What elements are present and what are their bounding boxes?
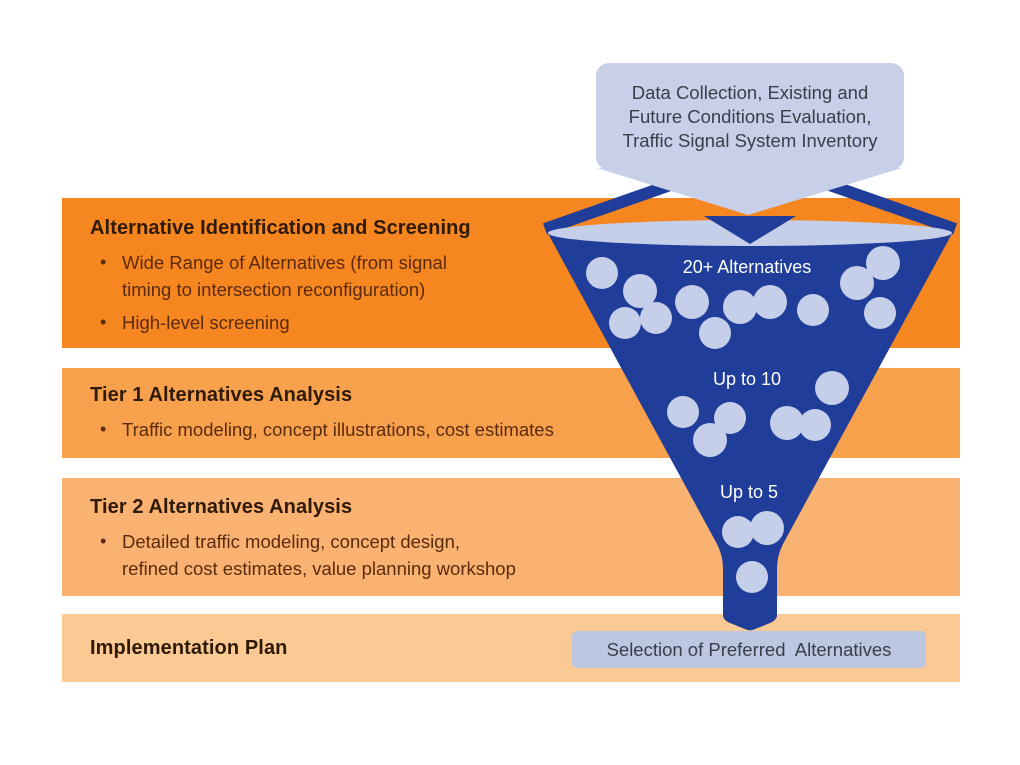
bubble — [736, 561, 768, 593]
bubble — [609, 307, 641, 339]
bubble — [675, 285, 709, 319]
band-title: Tier 1 Alternatives Analysis — [90, 384, 353, 406]
bullet-item: Detailed traffic modeling, concept desig… — [62, 528, 960, 582]
bullet-item: High-level screening — [62, 309, 960, 336]
bubble — [797, 294, 829, 326]
bullet-list: Traffic modeling, concept illustrations,… — [62, 416, 960, 443]
callout-text: Data Collection, Existing and Future Con… — [622, 81, 878, 151]
bubble — [770, 406, 804, 440]
bubble — [753, 285, 787, 319]
bubble — [640, 302, 672, 334]
funnel-stage2-label: Up to 10 — [712, 369, 782, 389]
bubble — [586, 257, 618, 289]
band-tier2-analysis: Tier 2 Alternatives Analysis Detailed tr… — [62, 478, 960, 596]
bullet-item: Wide Range of Alternatives (from signal … — [62, 249, 960, 303]
bubble — [667, 396, 699, 428]
bubble — [864, 297, 896, 329]
band-title: Alternative Identification and Screening — [90, 217, 471, 239]
data-collection-callout: Data Collection, Existing and Future Con… — [596, 63, 904, 170]
bullet-text: Wide Range of Alternatives (from signal … — [122, 252, 447, 300]
bullet-text: High-level screening — [122, 312, 290, 333]
funnel-mouth-notch — [704, 216, 796, 244]
bubbles-stage3 — [722, 511, 784, 593]
bullet-item: Traffic modeling, concept illustrations,… — [62, 416, 960, 443]
bullet-list: Detailed traffic modeling, concept desig… — [62, 528, 960, 582]
bullet-text: Detailed traffic modeling, concept desig… — [122, 531, 516, 579]
funnel-stage1-label: 20+ Alternatives — [682, 257, 812, 277]
bubble — [714, 402, 746, 434]
bubble — [799, 409, 831, 441]
selection-result-text: Selection of Preferred Alternatives — [606, 638, 892, 660]
bubble — [750, 511, 784, 545]
bubble — [693, 423, 727, 457]
bubble — [840, 266, 874, 300]
bubble — [723, 290, 757, 324]
bubble — [623, 274, 657, 308]
bubble — [815, 371, 849, 405]
callout-tail-arrow — [597, 168, 902, 215]
funnel-stage3-label: Up to 5 — [719, 482, 779, 502]
bubble — [722, 516, 754, 548]
bullet-text: Traffic modeling, concept illustrations,… — [122, 419, 554, 440]
bubbles-stage2 — [667, 371, 849, 457]
selection-result-box: Selection of Preferred Alternatives — [572, 631, 926, 668]
band-title: Implementation Plan — [90, 637, 288, 659]
bubble — [699, 317, 731, 349]
bullet-list: Wide Range of Alternatives (from signal … — [62, 249, 960, 336]
bubble — [866, 246, 900, 280]
bubbles-stage1 — [586, 246, 900, 349]
band-title: Tier 2 Alternatives Analysis — [90, 496, 353, 518]
